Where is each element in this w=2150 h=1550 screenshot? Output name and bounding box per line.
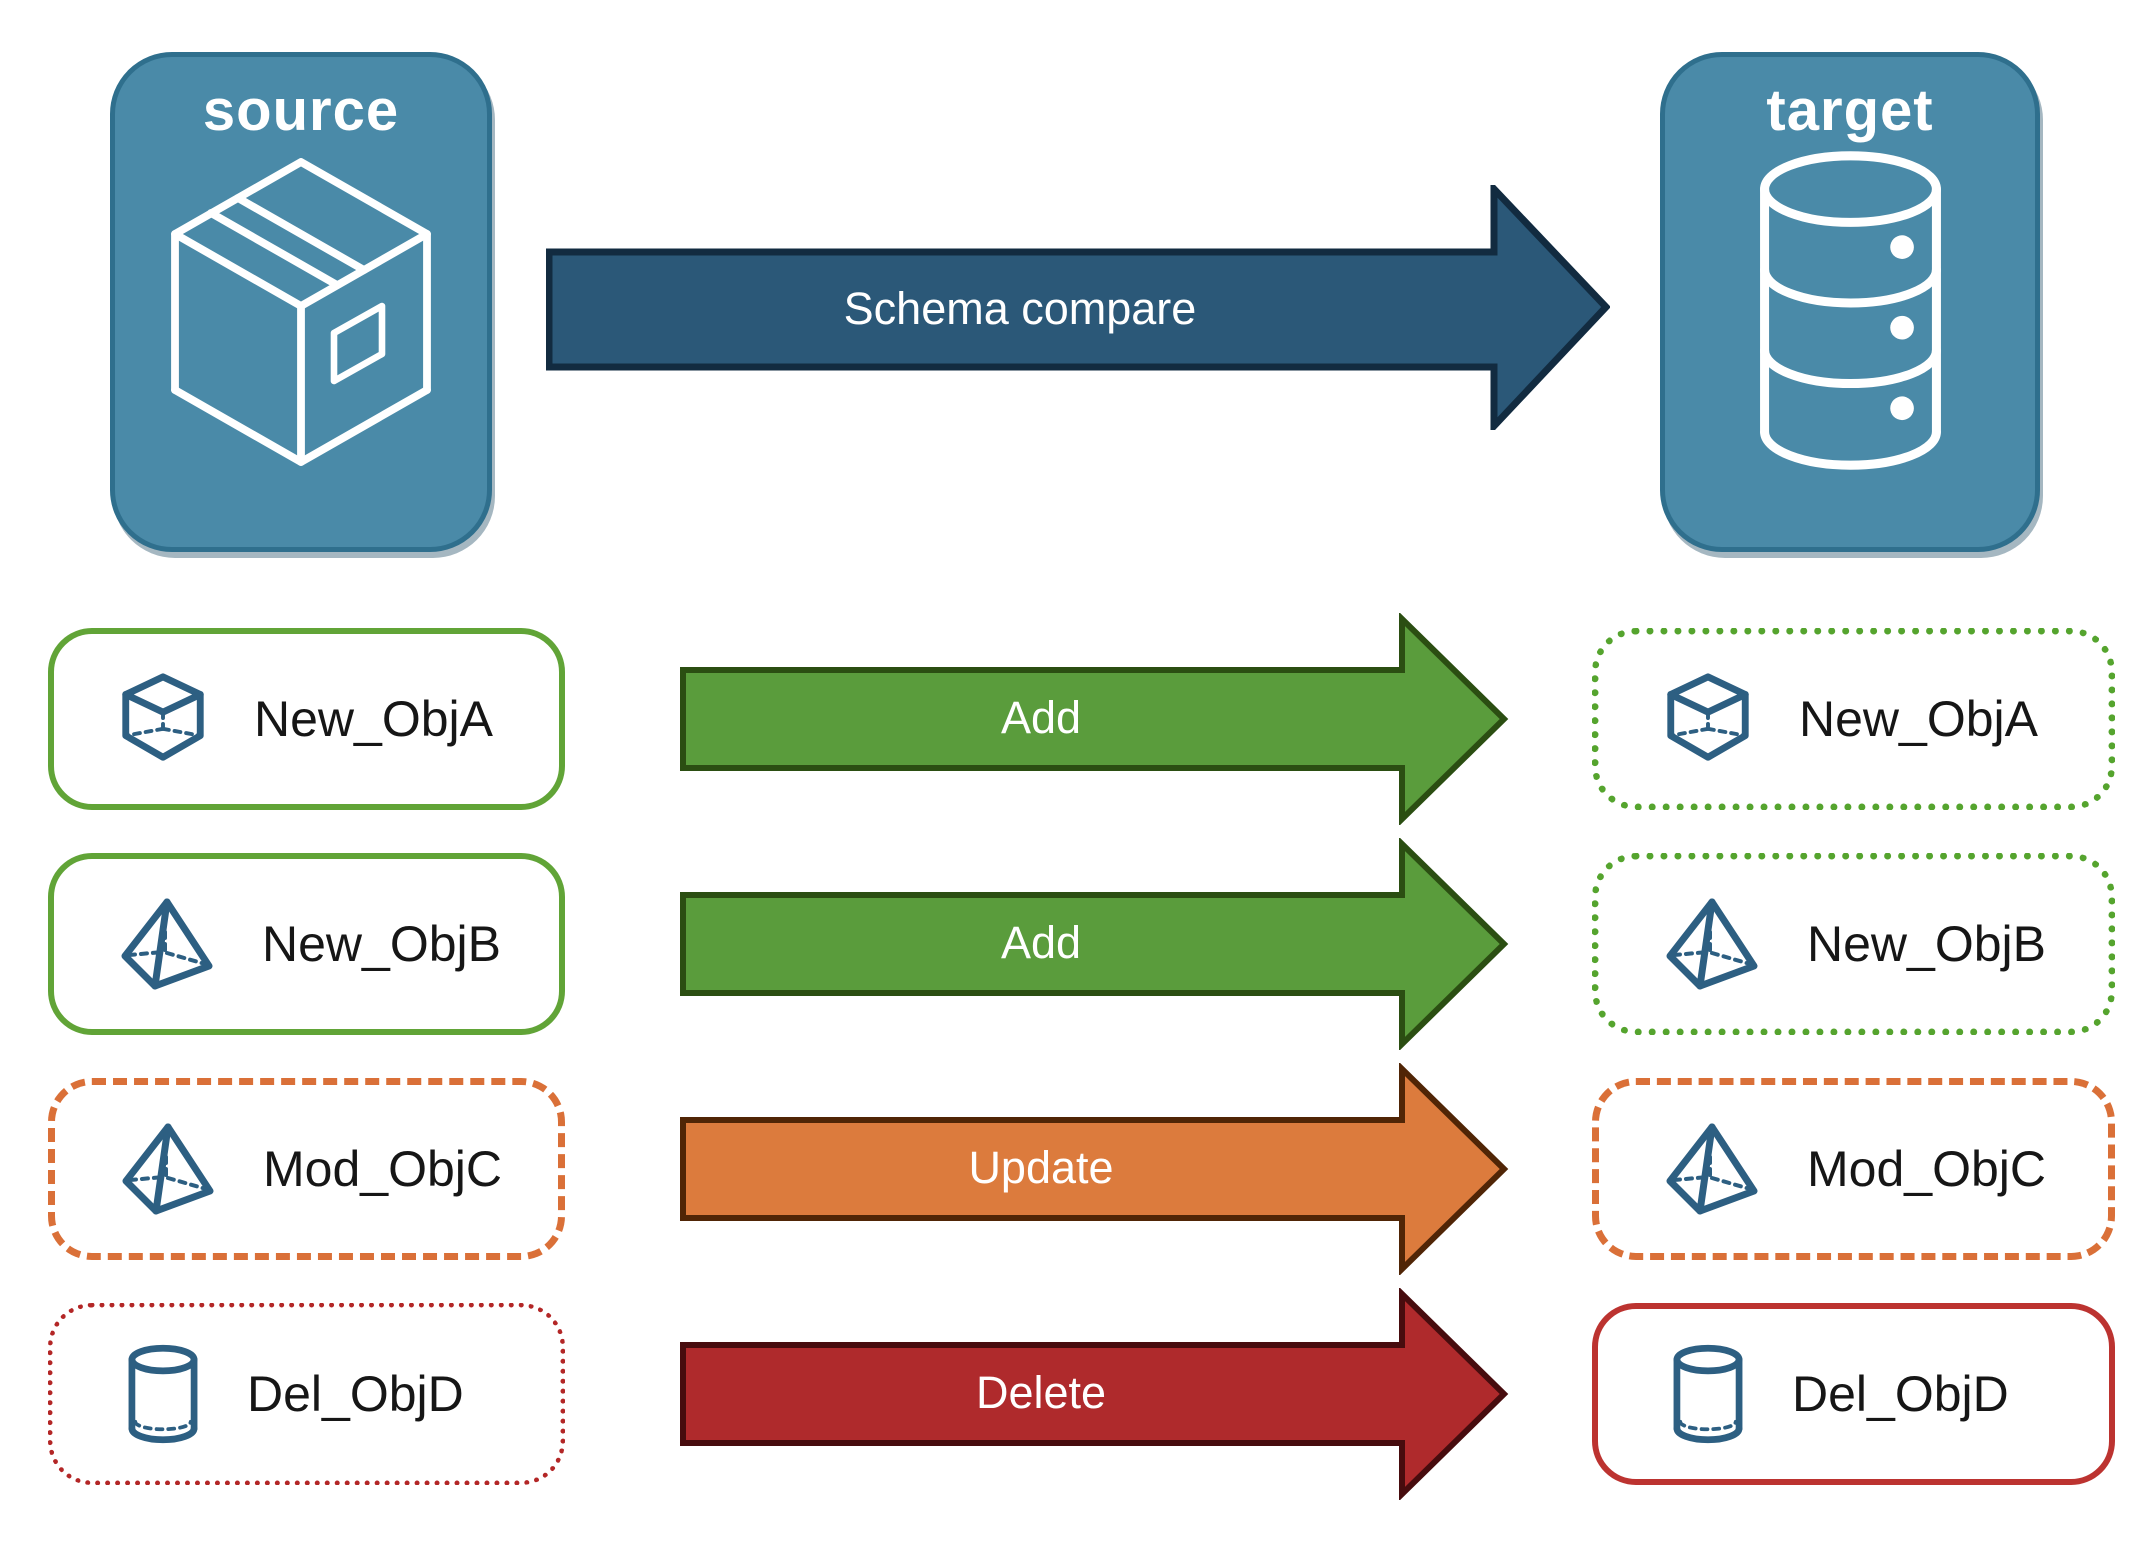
cube-icon <box>1659 670 1757 768</box>
database-icon <box>1743 144 1958 477</box>
package-icon <box>151 144 451 480</box>
source-object-new-objb: New_ObjB <box>48 853 565 1035</box>
target-object-del-objd: Del_ObjD <box>1592 1303 2115 1485</box>
source-object-new-obja: New_ObjA <box>48 628 565 810</box>
delete-arrow <box>680 1288 1509 1500</box>
object-label: Del_ObjD <box>247 1366 464 1422</box>
pyramid-icon <box>1659 1119 1765 1219</box>
pyramid-icon <box>114 894 220 994</box>
object-label: Del_ObjD <box>1792 1366 2009 1422</box>
target-panel: target <box>1660 52 2040 552</box>
pyramid-icon <box>115 1119 221 1219</box>
object-label: Mod_ObjC <box>1807 1141 2046 1197</box>
object-label: Mod_ObjC <box>263 1141 502 1197</box>
source-object-del-objd: Del_ObjD <box>48 1303 565 1485</box>
object-label: New_ObjA <box>1799 691 2038 747</box>
update-arrow <box>680 1063 1509 1275</box>
cylinder-icon <box>1666 1339 1750 1449</box>
cylinder-icon <box>121 1339 205 1449</box>
target-object-new-objb: New_ObjB <box>1592 853 2115 1035</box>
schema-compare-arrow <box>546 185 1610 430</box>
object-label: New_ObjB <box>1807 916 2046 972</box>
source-title: source <box>202 78 400 143</box>
object-label: New_ObjB <box>262 916 501 972</box>
object-label: New_ObjA <box>254 691 493 747</box>
source-panel: source <box>110 52 492 552</box>
add-arrow-1 <box>680 613 1509 825</box>
add-arrow-2 <box>680 838 1509 1050</box>
pyramid-icon <box>1659 894 1765 994</box>
target-title: target <box>1766 78 1934 143</box>
target-object-mod-objc: Mod_ObjC <box>1592 1078 2115 1260</box>
target-object-new-obja: New_ObjA <box>1592 628 2115 810</box>
source-object-mod-objc: Mod_ObjC <box>48 1078 565 1260</box>
cube-icon <box>114 670 212 768</box>
